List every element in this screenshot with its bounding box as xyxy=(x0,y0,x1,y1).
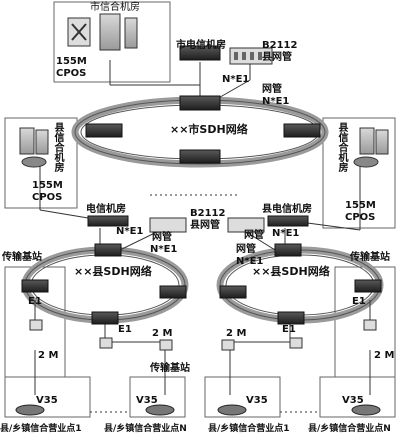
site-frame-c xyxy=(204,376,281,418)
right-county-office-frame xyxy=(322,117,396,229)
rate-2m-d: 2 M xyxy=(374,350,395,361)
right-ring-label: ××县SDH网络 xyxy=(252,265,330,278)
site-label-a: 县/乡镇信合营业点1 xyxy=(0,424,82,434)
left-ring-label: ××县SDH网络 xyxy=(74,265,152,278)
right-base-station: 传输基站 xyxy=(350,252,390,263)
right-rate: 155M xyxy=(345,200,376,211)
left-nms-box xyxy=(149,217,187,233)
mid-county-nms: 县网管 xyxy=(190,220,220,231)
v35-b: V35 xyxy=(136,395,158,406)
site-label-c: 县/乡镇信合营业点1 xyxy=(208,424,290,434)
city-office-label: 市信合机房 xyxy=(90,2,140,13)
left-telecom-room: 电信机房 xyxy=(86,204,126,215)
right-county-office: 县信合机房 xyxy=(336,122,347,172)
city-telecom-room: 市电信机房 xyxy=(176,40,226,51)
city-office-frame xyxy=(53,1,171,83)
right-nms2: 网管 xyxy=(236,244,256,255)
top-county-nms: 县网管 xyxy=(262,52,292,63)
city-ring-label: ××市SDH网络 xyxy=(170,123,248,136)
left-rate: 155M xyxy=(32,180,63,191)
v35-d: V35 xyxy=(342,395,364,406)
top-nms: 网管 xyxy=(262,84,282,95)
left-ne1: N*E1 xyxy=(116,226,144,237)
site-frame-a xyxy=(4,376,91,418)
modem-icons xyxy=(29,319,377,351)
mid-base-station: 传输基站 xyxy=(150,363,190,374)
e1-label-a: E1 xyxy=(28,296,42,307)
v35-a: V35 xyxy=(36,395,58,406)
site-frame-b xyxy=(129,376,186,418)
left-server-icon xyxy=(19,127,49,168)
site-label-b: 县/乡镇信合营业点N xyxy=(104,424,187,434)
right-cpos: CPOS xyxy=(345,212,376,223)
top-b2112: B2112 xyxy=(262,40,298,51)
left-county-office-frame xyxy=(4,117,78,209)
left-nms: 网管 xyxy=(152,232,172,243)
top-ne1: N*E1 xyxy=(222,74,250,85)
rate-2m-b: 2 M xyxy=(152,328,173,339)
right-nms-box xyxy=(227,217,265,233)
right-ne1b: N*E1 xyxy=(236,256,264,267)
e1-label-c: E1 xyxy=(282,324,296,335)
right-server-icon xyxy=(353,127,389,168)
right-telecom-room: 县电信机房 xyxy=(262,204,312,215)
city-cpos-label: CPOS xyxy=(56,68,87,79)
top-nms-box xyxy=(229,47,273,65)
e1-label-b: E1 xyxy=(118,324,132,335)
right-ne1: N*E1 xyxy=(272,228,300,239)
left-county-ring xyxy=(21,246,189,324)
dotted-lines xyxy=(90,194,320,413)
mid-b2112: B2112 xyxy=(190,208,226,219)
right-nms: 网管 xyxy=(244,230,264,241)
left-cpos: CPOS xyxy=(32,192,63,203)
rate-2m-a: 2 M xyxy=(38,350,59,361)
e1-label-d: E1 xyxy=(352,296,366,307)
city-cpos-rate: 155M xyxy=(56,56,87,67)
left-base-station: 传输基站 xyxy=(2,252,42,263)
adm-devices xyxy=(21,45,382,325)
site-label-d: 县/乡镇信合营业点N xyxy=(308,424,391,434)
site-frame-d xyxy=(319,376,396,418)
rate-2m-c: 2 M xyxy=(226,328,247,339)
city-server-icon xyxy=(67,13,138,51)
left-county-office: 县信合机房 xyxy=(52,122,63,172)
v35-c: V35 xyxy=(246,395,268,406)
site-router-icons xyxy=(15,404,381,416)
left-ne1b: N*E1 xyxy=(150,244,178,255)
top-ne1b: N*E1 xyxy=(262,96,290,107)
